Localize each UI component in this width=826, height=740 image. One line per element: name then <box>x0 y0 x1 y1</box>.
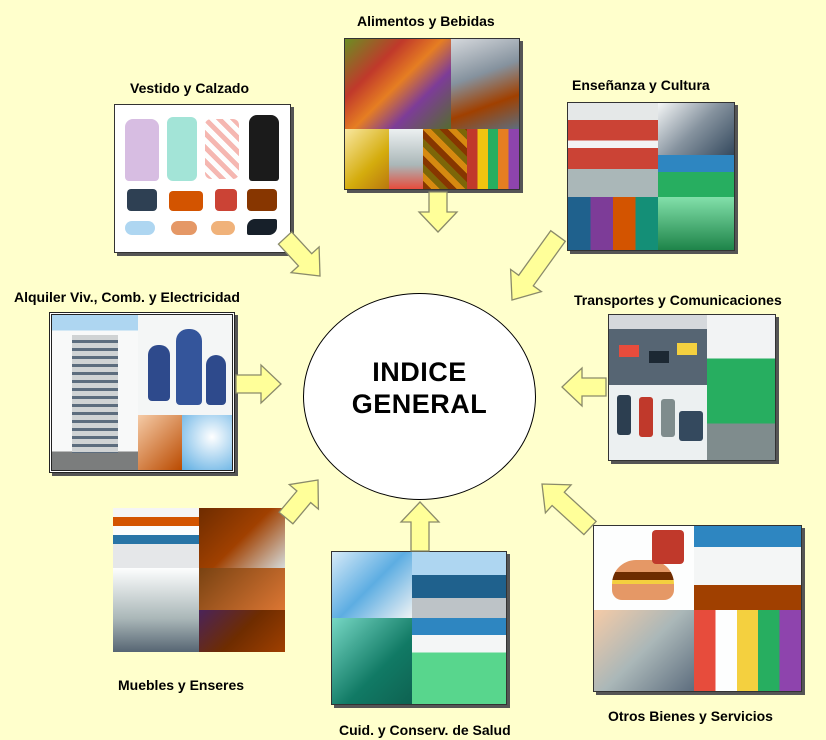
bread-photo <box>345 129 389 189</box>
desk-phone <box>679 411 703 441</box>
title-line-2: GENERAL <box>351 389 488 419</box>
phone-2 <box>639 397 653 437</box>
gas-cylinder-1 <box>148 345 170 401</box>
sandal2-photo <box>211 221 235 235</box>
label-alquiler: Alquiler Viv., Comb. y Electricidad <box>14 289 240 305</box>
black-dress-photo <box>249 115 279 181</box>
blouse-photo <box>167 117 197 181</box>
furniture-photo <box>199 610 285 652</box>
arrow-alimentos <box>417 191 459 233</box>
label-muebles: Muebles y Enseres <box>118 677 245 693</box>
red-bag-photo <box>215 189 237 211</box>
person-photo <box>138 415 182 470</box>
arrow-transportes <box>561 366 607 408</box>
sneaker-photo <box>125 221 155 235</box>
building-facade <box>72 335 118 453</box>
market-produce-photo <box>345 39 451 129</box>
photo-collage-alquiler <box>49 312 235 473</box>
car-1 <box>619 345 639 357</box>
ambulance-photo <box>412 552 506 618</box>
photo-collage-transportes <box>608 314 776 461</box>
gas-station-photo <box>707 315 775 460</box>
photo-collage-muebles <box>113 508 285 652</box>
light-bulb-photo <box>182 415 232 470</box>
books-photo <box>568 197 658 250</box>
phone-1 <box>617 395 631 435</box>
hamburger <box>612 560 674 600</box>
title-line-1: INDICE <box>372 357 467 387</box>
classroom-photo <box>658 103 734 155</box>
sandal-photo <box>171 221 197 235</box>
label-otros: Otros Bienes y Servicios <box>608 708 773 724</box>
label-ensenanza: Enseñanza y Cultura <box>572 77 710 93</box>
gas-cylinder-2 <box>176 329 202 405</box>
dining-room-photo <box>199 568 285 610</box>
stadium-photo <box>658 155 734 197</box>
label-salud: Cuid. y Conserv. de Salud <box>339 722 511 738</box>
arrow-alquiler <box>235 363 282 405</box>
photo-collage-vestido <box>114 104 291 253</box>
phone-3 <box>661 399 675 437</box>
hotel-photo <box>694 526 801 610</box>
arrow-salud <box>399 501 441 552</box>
arrow-muebles <box>278 479 320 525</box>
car-3 <box>677 343 697 355</box>
photo-collage-ensenanza <box>567 102 735 251</box>
pharmacy-photo <box>412 618 506 704</box>
photo-collage-salud <box>331 551 507 705</box>
people-photo <box>594 610 694 691</box>
label-vestido: Vestido y Calzado <box>130 80 250 96</box>
printed-dress-photo <box>205 119 239 179</box>
bag-photo <box>169 191 203 211</box>
photo-collage-otros <box>593 525 802 692</box>
eggs-photo <box>389 129 423 189</box>
bottles-photo <box>467 129 519 189</box>
school-building-photo <box>568 103 658 197</box>
gas-cylinder-3 <box>206 355 226 405</box>
personal-items-photo <box>694 610 801 691</box>
car-2 <box>649 351 669 363</box>
dress-photo <box>125 119 159 181</box>
store-shelves-photo <box>113 508 199 568</box>
cabinet-photo <box>199 508 285 568</box>
handbag-photo <box>127 189 157 211</box>
surgery-photo <box>332 618 412 704</box>
arrow-ensenanza <box>509 229 567 301</box>
brown-bag-photo <box>247 189 277 211</box>
grains-photo <box>423 129 467 189</box>
hospital-staff-photo <box>332 552 412 618</box>
supermarket-photo <box>451 39 519 129</box>
label-transportes: Transportes y Comunicaciones <box>574 292 782 308</box>
arrow-vestido <box>277 230 321 277</box>
arrow-otros <box>541 483 598 536</box>
indice-general-ellipse <box>303 293 536 500</box>
soda-cup <box>652 530 684 564</box>
indice-general-title: INDICE GENERAL <box>303 356 536 420</box>
heels-photo <box>247 219 277 235</box>
label-alimentos: Alimentos y Bebidas <box>357 13 495 29</box>
football-field-photo <box>658 197 734 250</box>
photo-collage-alimentos <box>344 38 520 190</box>
appliances-photo <box>113 568 199 652</box>
